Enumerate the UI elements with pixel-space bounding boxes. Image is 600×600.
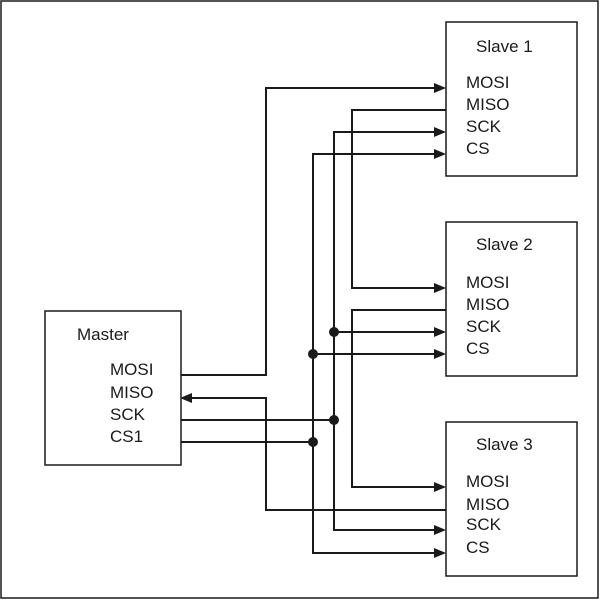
master-pin-mosi: MOSI [110,360,153,379]
arrow-slave-2-sck [434,327,446,337]
master-pin-miso: MISO [110,383,153,402]
slave-2-pin-mosi: MOSI [466,273,509,292]
mosi-wire-slave-1 [180,87,441,376]
arrow-slave-3-mosi [434,482,446,492]
arrow-slave-1-mosi [434,83,446,93]
slave-2-pin-miso: MISO [466,295,509,314]
arrow-slave-3-sck [434,525,446,535]
slave-3-box: Slave 3 MOSI MISO SCK CS [445,421,578,577]
slave-1-pin-sck: SCK [466,117,502,136]
master-rect [44,310,182,466]
master-pin-sck: SCK [110,405,146,424]
sck-vertical-bus [333,131,441,531]
junction-dot-sck-slave-2 [329,327,339,337]
slave-2-pin-cs: CS [466,339,490,358]
slave-3-pin-cs: CS [466,538,490,557]
master-pin-cs1: CS1 [110,427,143,446]
slave-3-rect [445,421,578,577]
junction-dot-cs-slave-2 [308,349,318,359]
slave-3-title: Slave 3 [476,435,533,454]
arrow-slave-1-sck [434,127,446,137]
mosi-wire-slave-3 [351,309,441,488]
slave-1-pin-cs: CS [466,139,490,158]
junction-dot-cs-master [308,437,318,447]
slave-3-pin-mosi: MOSI [466,472,509,491]
slave-1-pin-mosi: MOSI [466,73,509,92]
slave-2-rect [445,221,578,377]
master-title: Master [77,325,129,344]
junction-dot-sck-master [329,415,339,425]
slave-2-box: Slave 2 MOSI MISO SCK CS [445,221,578,377]
slave-2-pin-sck: SCK [466,317,502,336]
miso-wire-slave-3 [189,397,446,511]
arrowheads [180,83,446,558]
arrow-master-miso [180,393,192,403]
slave-1-rect [445,21,578,177]
arrow-slave-3-cs [434,548,446,558]
slave-3-pin-miso: MISO [466,495,509,514]
slave-2-title: Slave 2 [476,235,533,254]
slave-1-box: Slave 1 MOSI MISO SCK CS [445,21,578,177]
slave-1-title: Slave 1 [476,37,533,56]
arrow-slave-2-mosi [434,283,446,293]
slave-3-pin-sck: SCK [466,515,502,534]
cs-vertical-bus [312,153,441,554]
arrow-slave-2-cs [434,349,446,359]
slave-1-pin-miso: MISO [466,95,509,114]
arrow-slave-1-cs [434,149,446,159]
master-box: Master MOSI MISO SCK CS1 [44,310,182,466]
mosi-wire-slave-2 [351,109,441,289]
